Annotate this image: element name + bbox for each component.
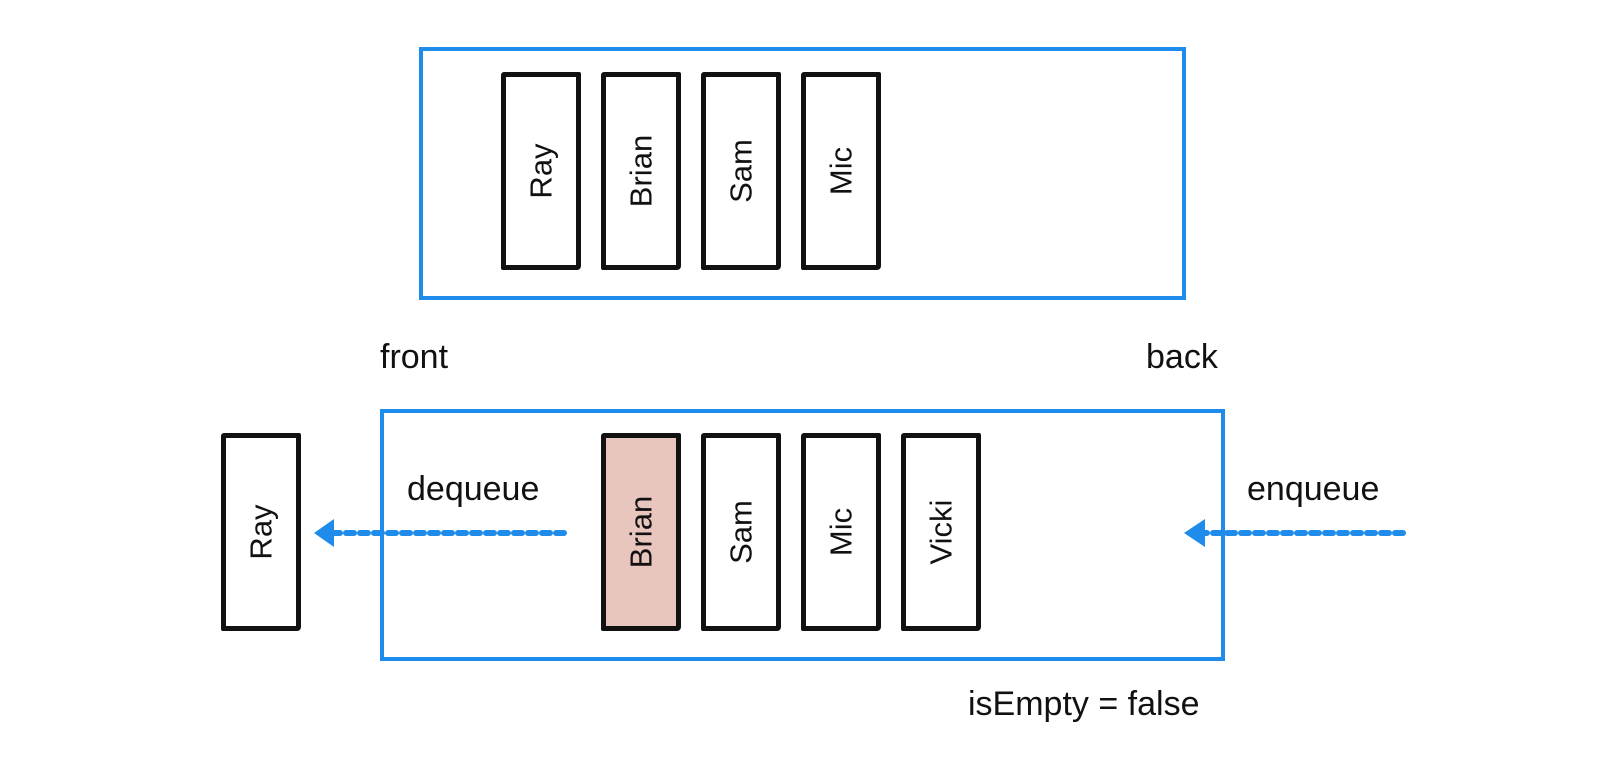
- card-label: Mic: [823, 507, 859, 557]
- queue-card-brian-highlighted: Brian: [601, 433, 681, 631]
- queue-card-ray: Ray: [501, 72, 581, 270]
- dequeue-label: dequeue: [407, 470, 540, 508]
- front-label: front: [380, 338, 449, 376]
- card-label: Brian: [623, 134, 659, 208]
- dequeue-arrow-icon: [314, 519, 567, 547]
- queue-card-sam: Sam: [701, 433, 781, 631]
- card-label: Vicki: [923, 499, 959, 565]
- queue-card-brian: Brian: [601, 72, 681, 270]
- queue-card-mic: Mic: [801, 72, 881, 270]
- card-label: Mic: [823, 146, 859, 196]
- card-label: Brian: [623, 495, 659, 569]
- is-empty-label: isEmpty = false: [968, 685, 1200, 723]
- card-label: Sam: [723, 500, 759, 564]
- queue-card-vicki: Vicki: [901, 433, 981, 631]
- enqueue-arrow-icon: [1184, 519, 1406, 547]
- card-label: Sam: [723, 139, 759, 203]
- enqueue-label: enqueue: [1247, 470, 1380, 508]
- queue-card-mic: Mic: [801, 433, 881, 631]
- card-label: Ray: [243, 504, 279, 560]
- queue-card-sam: Sam: [701, 72, 781, 270]
- dequeued-card-ray: Ray: [221, 433, 301, 631]
- top-queue-box: [419, 47, 1186, 300]
- back-label: back: [1146, 338, 1218, 376]
- card-label: Ray: [523, 143, 559, 199]
